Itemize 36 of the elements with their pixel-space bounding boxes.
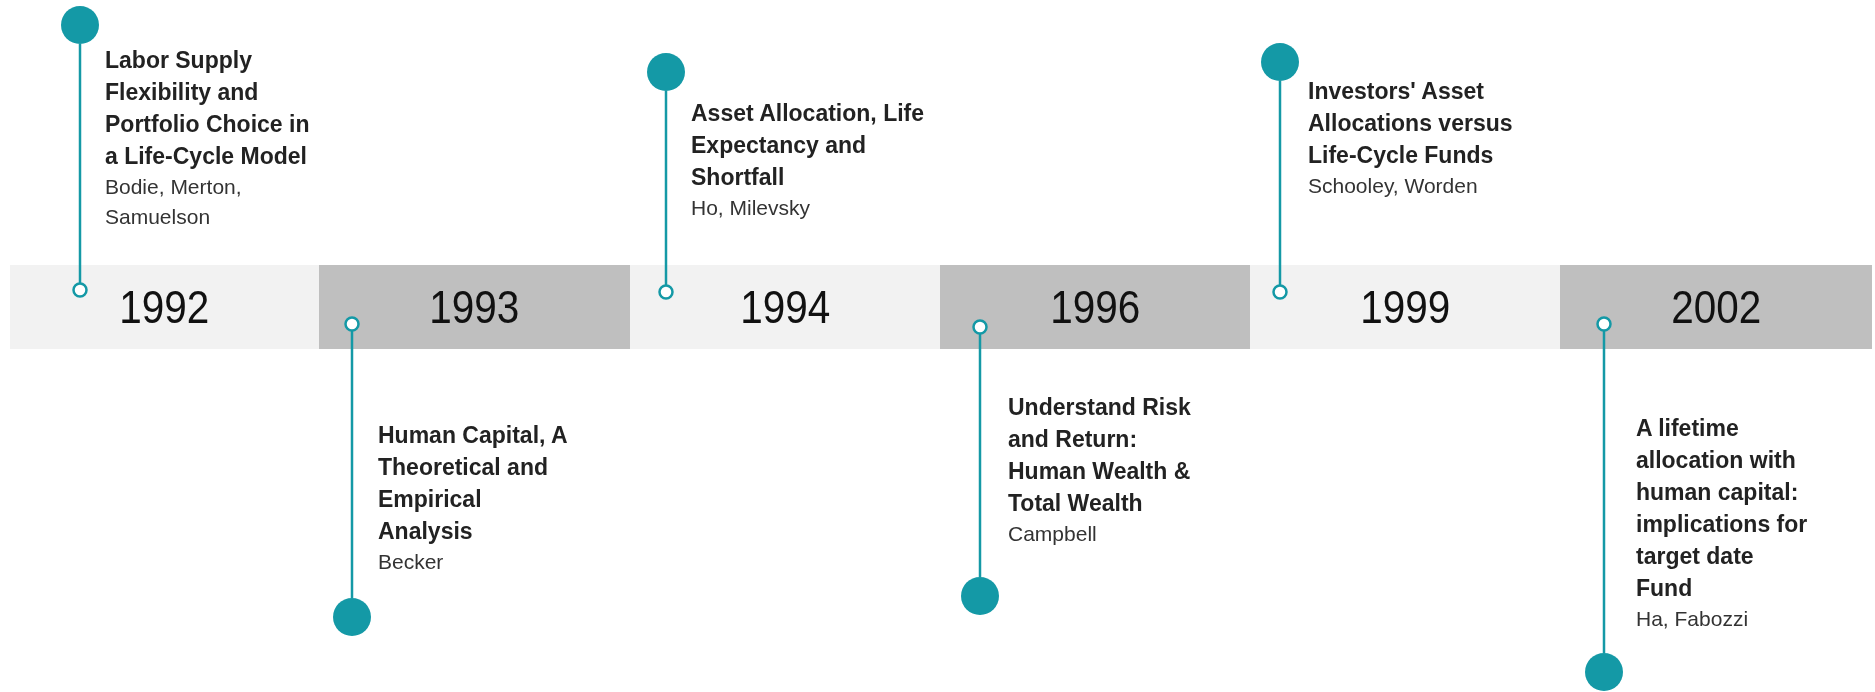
year-band: [630, 265, 940, 349]
paper-title: Asset Allocation, Life Expectancy and Shortfall: [691, 99, 926, 192]
pin-line: [72, 44, 88, 298]
year-label: 1996: [1049, 280, 1141, 334]
milestone-dot: [333, 598, 371, 636]
year-band: [940, 265, 1250, 349]
year-label: 2002: [1670, 280, 1762, 334]
milestone-dot: [61, 6, 99, 44]
year-label: 1994: [739, 280, 831, 334]
year-label: 1992: [119, 280, 210, 334]
milestone-dot: [1261, 43, 1299, 81]
year-band: [319, 265, 630, 349]
year-band: [1250, 265, 1560, 349]
year-label: 1993: [429, 280, 520, 334]
author-names: Ha, Fabozzi: [1636, 606, 1750, 632]
year-band: [1560, 265, 1872, 349]
year-band: [10, 265, 319, 349]
author-names: Becker: [378, 549, 445, 575]
pin-line: [1272, 81, 1288, 300]
milestone-dot: [647, 53, 685, 91]
pin-line: [658, 91, 674, 300]
author-names: Ho, Milevsky: [691, 195, 812, 221]
paper-title: Understand Risk and Return: Human Wealth & Total Wealth: [1008, 393, 1192, 518]
milestone-dot: [1585, 653, 1623, 691]
author-names: Bodie, Merton, Samuelson: [105, 174, 243, 230]
pin-line: [972, 319, 988, 577]
author-names: Schooley, Worden: [1308, 173, 1479, 199]
milestone-dot: [961, 577, 999, 615]
pin-line: [344, 316, 360, 598]
pin-line: [1596, 316, 1612, 653]
author-names: Campbell: [1008, 521, 1098, 547]
paper-title: Investors' Asset Allocations versus Life-Cycle Funds: [1308, 77, 1514, 170]
paper-title: Labor Supply Flexibility and Portfolio Choice in a Life-Cycle Model: [105, 46, 311, 171]
paper-title: A lifetime allocation with human capital: implications for target date Fund: [1636, 414, 1809, 603]
year-label: 1999: [1359, 280, 1451, 334]
paper-title: Human Capital, A Theoretical and Empirical Analysis: [378, 421, 568, 546]
